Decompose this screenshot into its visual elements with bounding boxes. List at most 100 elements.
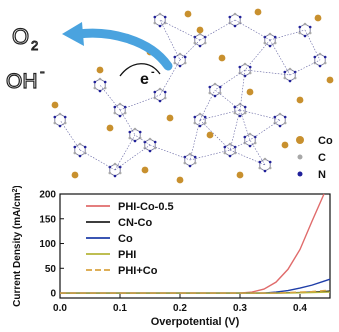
ring-atom [278, 124, 282, 128]
cobalt-atom [296, 96, 304, 104]
y-tick-label: 200 [39, 190, 56, 201]
ring-atom [178, 52, 182, 56]
cobalt-atom [326, 76, 334, 84]
chart-lines [60, 193, 331, 294]
framework-bond [229, 139, 251, 151]
legend-c-label: C [318, 152, 326, 164]
ring-atom [258, 160, 262, 164]
cobalt-atom [106, 124, 114, 132]
ring-atom [238, 15, 242, 19]
cobalt-atom [246, 88, 254, 96]
ring-atom [193, 115, 197, 119]
ring-atom [148, 149, 152, 153]
ring-atom [138, 136, 142, 140]
ring-atom [233, 12, 237, 16]
legend-co-marker [296, 136, 304, 144]
ring-atom [78, 142, 82, 146]
framework-bond [229, 109, 241, 151]
ring-atom [213, 94, 217, 98]
framework-bond [304, 29, 321, 61]
cobalt-atom [314, 14, 322, 22]
cobalt-atom [141, 166, 149, 174]
x-tick-label: 0.4 [293, 303, 307, 314]
ring-atom [253, 135, 257, 139]
framework-bond [159, 59, 181, 96]
framework-bond [134, 134, 151, 146]
ring-atom [323, 61, 327, 65]
legend-label: CN-Co [118, 217, 152, 229]
ring-atom [193, 35, 197, 39]
framework-bond [239, 69, 246, 111]
ring-atom [108, 171, 112, 175]
reaction-arrow-head [62, 22, 84, 46]
ring-atom [238, 65, 242, 69]
ring-atom [298, 31, 302, 35]
ring-atom [203, 41, 207, 45]
ring-atom [183, 161, 187, 165]
reaction-arrow [73, 28, 173, 71]
ring-atom [243, 105, 247, 109]
electron-label: e [140, 71, 149, 88]
y-axis-label: Current Density (mA/cm2) [12, 186, 24, 307]
framework-bond [289, 59, 321, 76]
framework-bond [239, 109, 281, 121]
ring-atom [103, 86, 107, 90]
legend-co-label: Co [318, 135, 333, 147]
ring-atom [268, 32, 272, 36]
ring-atom [318, 64, 322, 68]
ring-atom [83, 151, 87, 155]
cobalt-atom [96, 66, 104, 74]
ring-atom [73, 145, 77, 149]
legend-n-label: N [318, 169, 326, 181]
ring-atom [263, 41, 267, 45]
ring-atom [188, 152, 192, 156]
ring-atom [243, 135, 247, 139]
framework-bond [214, 89, 241, 111]
ring-atom [53, 115, 57, 119]
framework-bond [119, 109, 136, 136]
framework-bond [229, 149, 266, 166]
ring-atom [268, 44, 272, 48]
framework-bond [244, 39, 271, 71]
ring-atom [93, 80, 97, 84]
ring-atom [223, 151, 227, 155]
ring-atom [198, 112, 202, 116]
ring-atom [133, 139, 137, 143]
series-line-co [60, 278, 331, 294]
ring-atom [98, 89, 102, 93]
ring-atom [233, 24, 237, 28]
ring-atom [288, 79, 292, 83]
framework-bond [149, 144, 191, 161]
framework-bond [114, 134, 136, 171]
ring-atom [233, 151, 237, 155]
ring-atom [193, 161, 197, 165]
ring-atom [278, 112, 282, 116]
y-tick-label: 0 [50, 289, 56, 300]
ring-atom [208, 85, 212, 89]
ring-atom [223, 145, 227, 149]
framework-bond [59, 119, 81, 151]
x-tick-label: 0.0 [53, 303, 67, 314]
ring-atom [113, 111, 117, 115]
ring-atom [228, 15, 232, 19]
ring-atom [313, 55, 317, 59]
ring-atom [163, 15, 167, 19]
ring-atom [243, 111, 247, 115]
phi-co-framework-schematic: O 2 OH - e - Co C N [5, 8, 334, 184]
ring-atom [158, 87, 162, 91]
ring-atom [248, 71, 252, 75]
cobalt-atom [71, 171, 79, 179]
ring-atom [303, 22, 307, 26]
ring-atom [178, 64, 182, 68]
ring-atom [158, 24, 162, 28]
ring-atom [138, 130, 142, 134]
ring-atom [233, 111, 237, 115]
cobalt-atom [176, 176, 184, 184]
x-tick-label: 0.2 [173, 303, 187, 314]
y-tick-label: 50 [45, 264, 57, 275]
ring-atom [243, 62, 247, 66]
ring-atom [233, 105, 237, 109]
ring-atom [78, 154, 82, 158]
